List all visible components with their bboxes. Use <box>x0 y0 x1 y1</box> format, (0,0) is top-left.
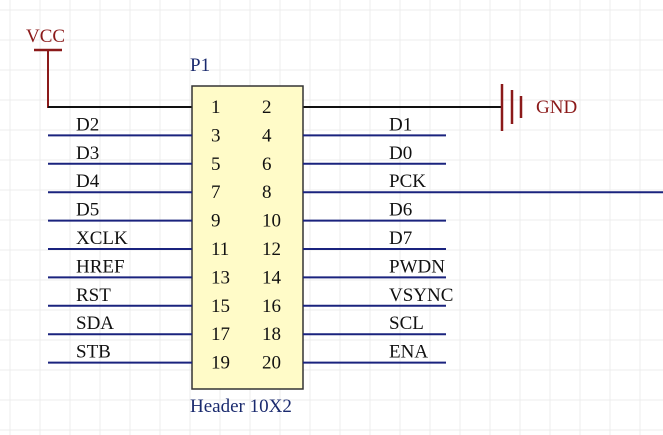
net-label-left: RST <box>76 285 111 306</box>
net-label-right: D7 <box>389 228 412 249</box>
pin-number-left: 7 <box>211 182 221 203</box>
net-label-left: D4 <box>76 171 100 192</box>
net-label-right: D6 <box>389 200 412 221</box>
pin-number-right: 6 <box>262 154 272 175</box>
pin-number-left: 17 <box>211 324 230 345</box>
pin-number-right: 20 <box>262 353 281 374</box>
net-label-right: PCK <box>389 171 426 192</box>
pin-number-right: 12 <box>262 239 281 260</box>
pin-number-right: 16 <box>262 296 281 317</box>
pin-number-left: 1 <box>211 97 221 118</box>
net-label-right: D0 <box>389 143 412 164</box>
pin-number-left: 11 <box>211 239 229 260</box>
net-label-right: ENA <box>389 342 428 363</box>
pin-number-right: 4 <box>262 125 272 146</box>
net-label-left: SDA <box>76 313 114 334</box>
pin-number-right: 18 <box>262 324 281 345</box>
vcc-power-port[interactable]: VCC <box>26 26 65 108</box>
component-designator: P1 <box>190 55 210 76</box>
pin-number-right: 14 <box>262 267 282 288</box>
component-name: Header 10X2 <box>190 396 292 417</box>
net-label-left: XCLK <box>76 228 128 249</box>
gnd-power-port[interactable]: GND <box>303 84 577 131</box>
header-body <box>191 85 304 390</box>
net-label-left: HREF <box>76 256 125 277</box>
pin-number-right: 10 <box>262 211 281 232</box>
pin-number-left: 15 <box>211 296 230 317</box>
pin-number-left: 5 <box>211 154 221 175</box>
net-label-right: SCL <box>389 313 424 334</box>
pin-number-left: 19 <box>211 353 230 374</box>
net-label-left: D5 <box>76 200 99 221</box>
pin-number-left: 13 <box>211 267 230 288</box>
pin-number-left: 9 <box>211 211 221 232</box>
net-label-left: D2 <box>76 114 99 135</box>
gnd-label: GND <box>536 97 577 118</box>
net-label-right: PWDN <box>389 256 445 277</box>
net-label-left: D3 <box>76 143 99 164</box>
vcc-label: VCC <box>26 26 65 47</box>
net-label-right: VSYNC <box>389 285 453 306</box>
pin-number-right: 8 <box>262 182 272 203</box>
pin-number-left: 3 <box>211 125 221 146</box>
pin-number-right: 2 <box>262 97 272 118</box>
net-label-right: D1 <box>389 114 412 135</box>
net-label-left: STB <box>76 342 111 363</box>
